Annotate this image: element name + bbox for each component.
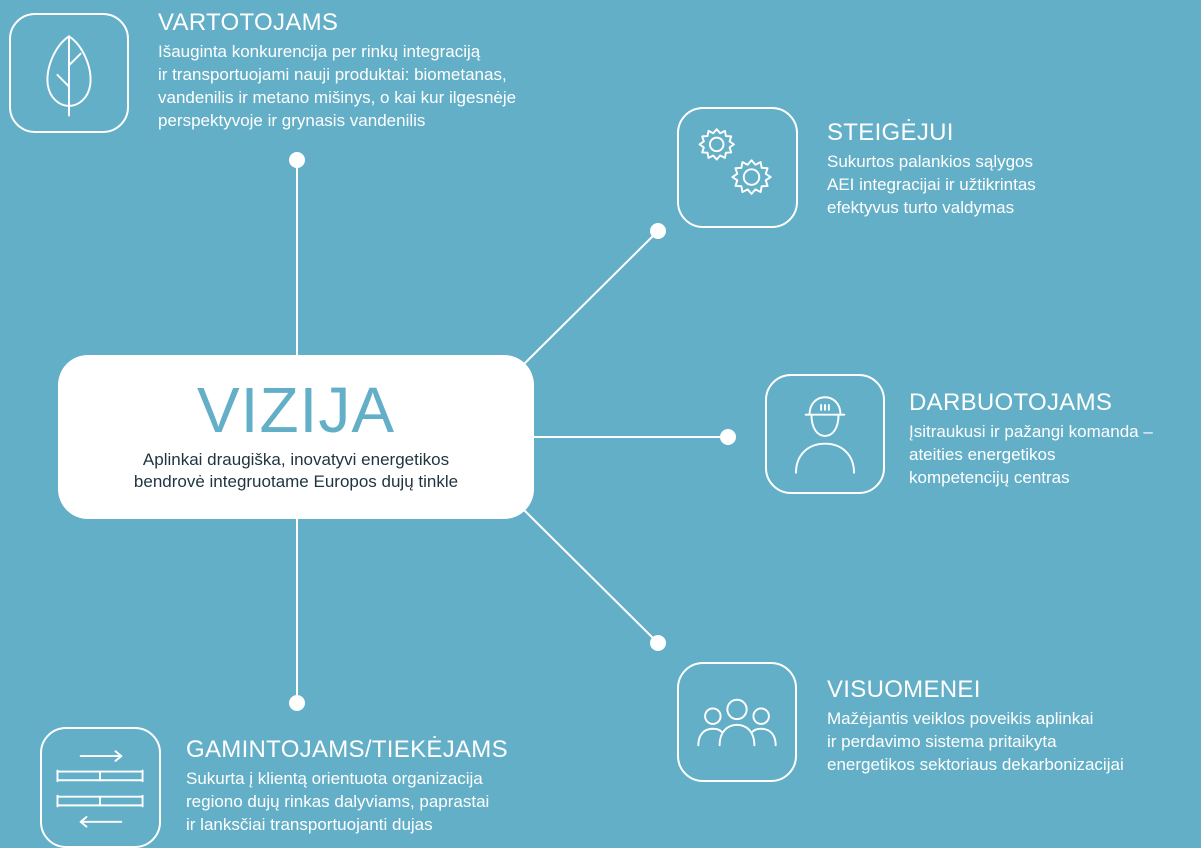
block-steigejui: STEIGĖJUI Sukurtos palankios sąlygos AEI… xyxy=(827,120,1036,219)
desc-line: ir transportuojami nauji produktai: biom… xyxy=(158,65,507,84)
dot-darbuotojams xyxy=(720,429,736,445)
block-vartotojams: VARTOTOJAMS Išauginta konkurencija per r… xyxy=(158,10,516,132)
vision-description: Aplinkai draugiška, inovatyvi energetiko… xyxy=(58,449,534,493)
desc-line: Sukurta į klientą orientuota organizacij… xyxy=(186,769,483,788)
block-gamintojams: GAMINTOJAMS/TIEKĖJAMS Sukurta į klientą … xyxy=(186,737,508,836)
dot-steigejui xyxy=(650,223,666,239)
desc-steigejui: Sukurtos palankios sąlygos AEI integraci… xyxy=(827,150,1036,219)
desc-line: Įsitraukusi ir pažangi komanda – xyxy=(909,422,1153,441)
desc-gamintojams: Sukurta į klientą orientuota organizacij… xyxy=(186,767,508,836)
desc-line: perspektyvoje ir grynasis vandenilis xyxy=(158,111,426,130)
desc-line: Išauginta konkurencija per rinkų integra… xyxy=(158,42,481,61)
dot-vartotojams xyxy=(289,152,305,168)
desc-line: ir lanksčiai transportuojanti dujas xyxy=(186,815,433,834)
connector-steigejui xyxy=(521,230,659,367)
desc-line: AEI integracijai ir užtikrintas xyxy=(827,175,1036,194)
people-icon xyxy=(677,662,797,782)
desc-line: Sukurtos palankios sąlygos xyxy=(827,152,1034,171)
tree-icon xyxy=(9,13,129,133)
desc-line: kompetencijų centras xyxy=(909,468,1070,487)
dot-gamintojams xyxy=(289,695,305,711)
desc-darbuotojams: Įsitraukusi ir pažangi komanda – ateitie… xyxy=(909,420,1153,489)
block-darbuotojams: DARBUOTOJAMS Įsitraukusi ir pažangi koma… xyxy=(909,390,1153,489)
desc-line: energetikos sektoriaus dekarbonizacijai xyxy=(827,755,1124,774)
connector-visuomenei xyxy=(521,507,659,644)
dot-visuomenei xyxy=(650,635,666,651)
worker-icon xyxy=(765,374,885,494)
vision-title: VIZIJA xyxy=(196,374,396,446)
title-darbuotojams: DARBUOTOJAMS xyxy=(909,389,1113,416)
desc-line: ateities energetikos xyxy=(909,445,1056,464)
title-gamintojams: GAMINTOJAMS/TIEKĖJAMS xyxy=(186,736,508,763)
desc-visuomenei: Mažėjantis veiklos poveikis aplinkai ir … xyxy=(827,707,1124,776)
title-steigejui: STEIGĖJUI xyxy=(827,119,954,146)
desc-line: efektyvus turto valdymas xyxy=(827,198,1015,217)
vision-line-1: Aplinkai draugiška, inovatyvi energetiko… xyxy=(142,450,450,469)
gears-icon xyxy=(677,107,798,228)
desc-line: regiono dujų rinkas dalyviams, paprastai xyxy=(186,792,490,811)
desc-line: vandenilis ir metano mišinys, o kai kur … xyxy=(158,88,517,107)
vision-line-2: bendrovė integruotame Europos dujų tinkl… xyxy=(133,472,459,491)
desc-line: Mažėjantis veiklos poveikis aplinkai xyxy=(827,709,1094,728)
title-visuomenei: VISUOMENEI xyxy=(827,676,981,703)
pipeline-flow-icon xyxy=(40,727,161,848)
vision-box: VIZIJA Aplinkai draugiška, inovatyvi ene… xyxy=(58,355,534,519)
desc-line: ir perdavimo sistema pritaikyta xyxy=(827,732,1057,751)
title-vartotojams: VARTOTOJAMS xyxy=(158,9,339,36)
block-visuomenei: VISUOMENEI Mažėjantis veiklos poveikis a… xyxy=(827,677,1124,776)
desc-vartotojams: Išauginta konkurencija per rinkų integra… xyxy=(158,40,516,132)
